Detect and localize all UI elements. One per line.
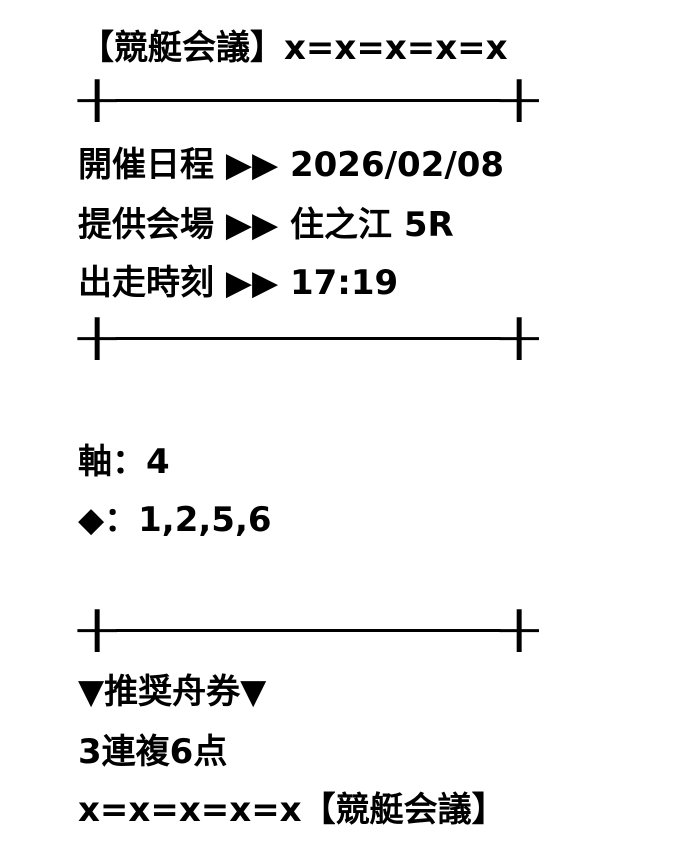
divider: ┼──────────┼ [78,81,539,122]
info-label: 出走時刻 [78,263,214,303]
info-value: 住之江 5R [289,205,454,245]
footer-title: x=x=x=x=x【競艇会議】 [78,790,506,830]
info-row-date: 開催日程 ▶▶ 2026/02/08 [78,145,504,185]
info-row-time: 出走時刻 ▶▶ 17:19 [78,263,398,303]
recommend-title: ▼推奨舟券▼ [78,672,267,712]
info-value: 2026/02/08 [289,145,505,185]
divider: ┼──────────┼ [78,611,539,652]
arrow-icon: ▶▶ [225,145,279,185]
axis-pick: 軸：4 [78,442,170,482]
header-title: 【競艇会議】x=x=x=x=x [80,28,508,68]
info-value: 17:19 [289,263,399,303]
info-row-venue: 提供会場 ▶▶ 住之江 5R [78,205,454,245]
info-label: 開催日程 [78,145,214,185]
bet-type: 3連複6点 [78,732,228,772]
divider: ┼──────────┼ [78,319,539,360]
info-label: 提供会場 [78,205,214,245]
arrow-icon: ▶▶ [225,263,279,303]
diamond-picks: ◆：1,2,5,6 [78,500,272,540]
arrow-icon: ▶▶ [225,205,279,245]
